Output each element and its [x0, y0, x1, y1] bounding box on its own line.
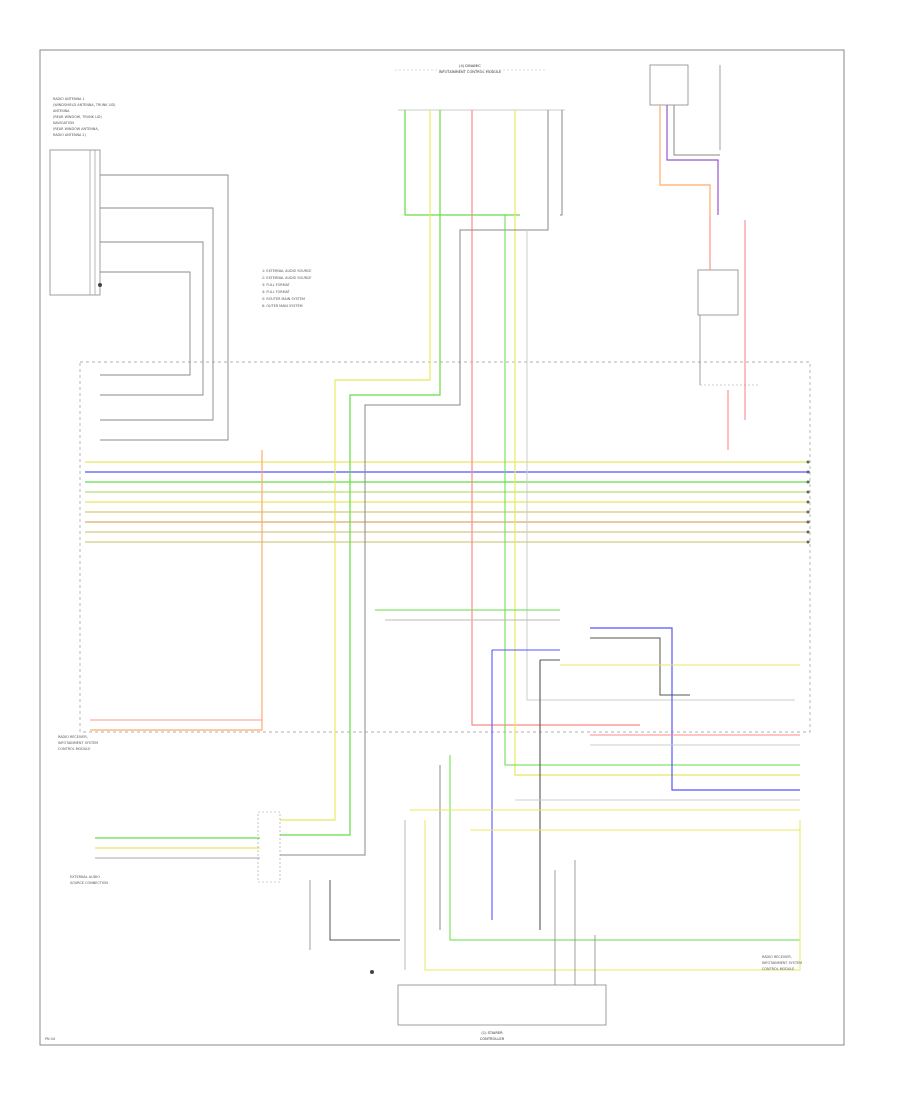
right-module-caption: RADIO RECEIVER, INFOTAINMENT SYSTEM CONT…	[762, 955, 802, 971]
svg-text:(REAR WINDOW ANTENNA,: (REAR WINDOW ANTENNA,	[53, 127, 99, 131]
svg-text:(REAR WINDOW, TRUNK LID): (REAR WINDOW, TRUNK LID)	[53, 115, 102, 119]
svg-text:RADIO RECEIVER,: RADIO RECEIVER,	[762, 955, 792, 959]
svg-text:RADIO ANTENNA 1: RADIO ANTENNA 1	[53, 97, 85, 101]
radio-receiver-module: RADIO RECEIVER, INFOTAINMENT SYSTEM CONT…	[58, 361, 811, 751]
svg-text:(WINDSHIELD ANTENNA, TRUNK LID: (WINDSHIELD ANTENNA, TRUNK LID)	[53, 103, 116, 107]
svg-text:RADIO ANTENNA 2): RADIO ANTENNA 2)	[53, 133, 87, 137]
svg-text:INFOTAINMENT SYSTEM: INFOTAINMENT SYSTEM	[58, 741, 98, 745]
svg-text:2: EXTERNAL AUDIO SOURCE: 2: EXTERNAL AUDIO SOURCE	[262, 276, 311, 280]
svg-text:ANTENNA: ANTENNA	[53, 109, 70, 113]
svg-text:INFOTAINMENT SYSTEM: INFOTAINMENT SYSTEM	[762, 961, 802, 965]
antenna-block: RADIO ANTENNA 1 (WINDSHIELD ANTENNA, TRU…	[49, 97, 229, 441]
bottom-controller: (1) STAIRER CONTROLLER	[309, 860, 607, 1041]
svg-text:(1) STAIRER: (1) STAIRER	[481, 1031, 503, 1035]
svg-text:CONTROL MODULE: CONTROL MODULE	[762, 967, 794, 971]
external-audio-connector: EXTERNAL AUDIO SOURCE CONNECTION	[70, 811, 281, 885]
top-center-module: (4) DINAMIC INFOTAINMENT CONTROL MODULE	[395, 64, 565, 111]
top-module-title-1: (4) DINAMIC	[459, 64, 481, 68]
svg-text:1: EXTERNAL AUDIO SOURCE: 1: EXTERNAL AUDIO SOURCE	[262, 269, 311, 273]
diagram-frame	[39, 49, 845, 1046]
svg-text:4: FULL FORMAT: 4: FULL FORMAT	[262, 290, 291, 294]
notes-list: 1: EXTERNAL AUDIO SOURCE 2: EXTERNAL AUD…	[262, 269, 311, 308]
svg-text:SOURCE CONNECTION: SOURCE CONNECTION	[70, 881, 108, 885]
svg-text:CONTROLLER: CONTROLLER	[480, 1037, 505, 1041]
svg-text:EXTERNAL AUDIO: EXTERNAL AUDIO	[70, 875, 100, 879]
top-right-modules	[649, 64, 760, 450]
svg-text:3: FULL FORMAT: 3: FULL FORMAT	[262, 283, 291, 287]
vertical-wires	[280, 110, 800, 856]
footer-code: PN 44	[45, 1037, 55, 1041]
top-module-title-2: INFOTAINMENT CONTROL MODULE	[439, 70, 502, 74]
orange-wire	[90, 450, 263, 731]
middle-wires	[375, 609, 801, 971]
svg-text:NAVIGATION: NAVIGATION	[53, 121, 74, 125]
bus-wires	[85, 461, 810, 543]
svg-text:6: OUTER MAIN SYSTEM: 6: OUTER MAIN SYSTEM	[262, 304, 303, 308]
right-pins	[806, 460, 810, 544]
svg-text:5: ROUTER MAIN SYSTEM: 5: ROUTER MAIN SYSTEM	[262, 297, 305, 301]
svg-text:RADIO RECEIVER,: RADIO RECEIVER,	[58, 735, 88, 739]
svg-text:CONTROL MODULE: CONTROL MODULE	[58, 747, 90, 751]
